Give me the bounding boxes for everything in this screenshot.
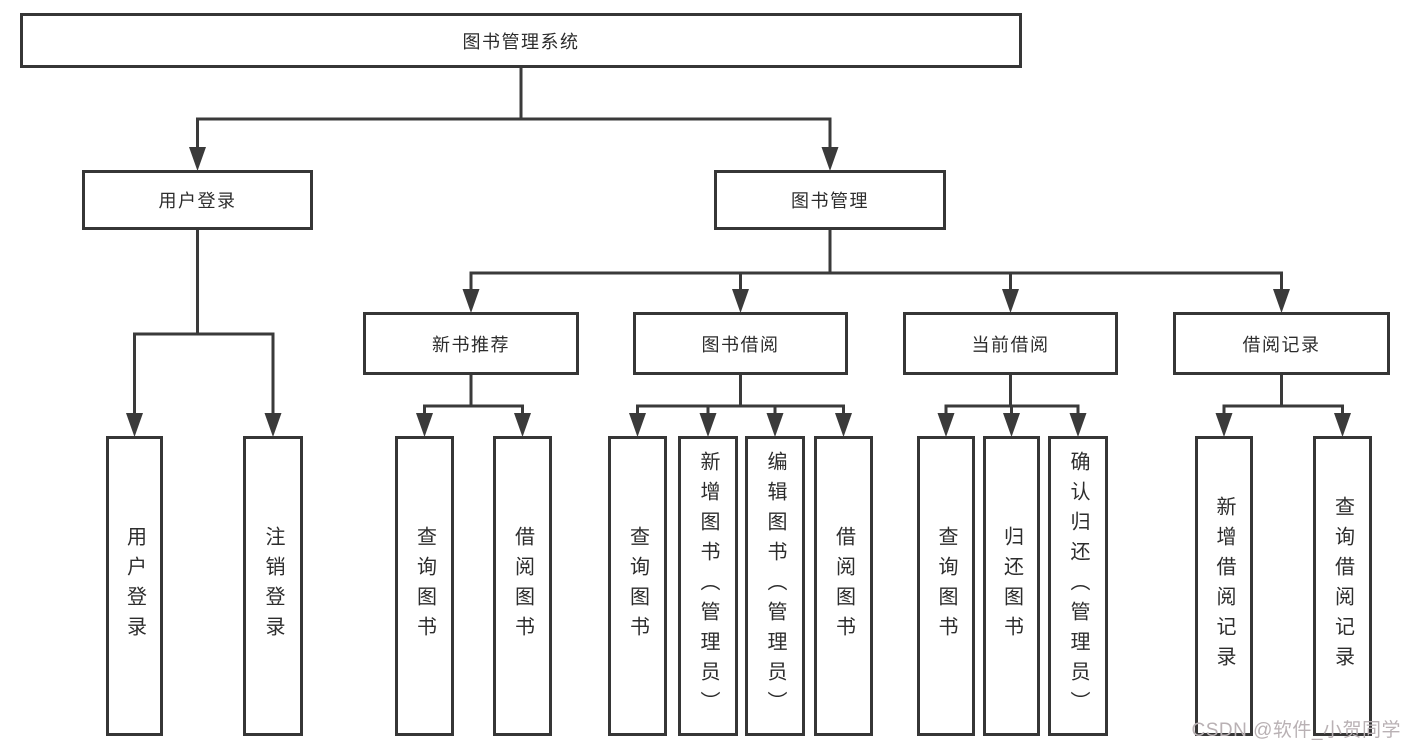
arrowhead-icon	[1003, 413, 1020, 437]
node-label-rd-add: 新增借阅记录	[1213, 496, 1235, 676]
node-label-bw-query: 查询图书	[626, 526, 649, 646]
arrowhead-icon	[1002, 289, 1019, 313]
node-borrow-records: 借阅记录	[1173, 312, 1390, 375]
node-label-new-book-rec: 新书推荐	[432, 334, 510, 355]
node-book-mgmt: 图书管理	[714, 170, 946, 230]
node-label-borrow-records: 借阅记录	[1242, 334, 1321, 355]
node-label-bw-edit: 编辑图书（管理员）	[764, 451, 786, 721]
node-rd-query: 查询借阅记录	[1313, 436, 1372, 736]
arrowhead-icon	[1334, 413, 1351, 437]
connector-path	[133, 68, 1344, 417]
arrowhead-icon	[821, 147, 839, 171]
arrowhead-icon	[732, 289, 749, 313]
arrowhead-icon	[766, 413, 784, 437]
node-new-book-rec: 新书推荐	[363, 312, 579, 375]
arrowhead-icon	[1215, 413, 1233, 437]
node-label-cur-return: 归还图书	[1000, 526, 1023, 646]
node-label-cur-confirm: 确认归还（管理员）	[1067, 451, 1089, 721]
node-ul-login: 用户登录	[106, 436, 163, 736]
node-bw-borrow: 借阅图书	[814, 436, 873, 736]
node-bw-edit: 编辑图书（管理员）	[745, 436, 805, 736]
arrowhead-icon	[835, 413, 852, 437]
node-cur-query: 查询图书	[917, 436, 975, 736]
csdn-watermark: CSDN @软件_小贺同学	[1191, 720, 1401, 741]
node-label-book-borrow: 图书借阅	[701, 334, 780, 355]
node-label-bw-borrow: 借阅图书	[832, 526, 855, 646]
node-bw-add: 新增图书（管理员）	[678, 436, 738, 736]
arrowhead-icon	[126, 413, 143, 437]
node-label-rec-borrow: 借阅图书	[511, 526, 534, 646]
arrowhead-icon	[699, 413, 717, 437]
node-bw-query: 查询图书	[608, 436, 667, 736]
node-rec-query: 查询图书	[395, 436, 454, 736]
node-cur-confirm: 确认归还（管理员）	[1048, 436, 1108, 736]
node-rd-add: 新增借阅记录	[1195, 436, 1253, 736]
node-label-current-borrow: 当前借阅	[971, 334, 1050, 355]
node-cur-return: 归还图书	[983, 436, 1040, 736]
node-label-rec-query: 查询图书	[413, 526, 436, 646]
node-label-cur-query: 查询图书	[935, 526, 957, 646]
node-label-ul-login: 用户登录	[123, 526, 146, 646]
arrowhead-icon	[629, 413, 646, 437]
node-label-bw-add: 新增图书（管理员）	[697, 451, 719, 721]
arrowhead-icon	[189, 147, 206, 171]
node-label-rd-query: 查询借阅记录	[1331, 496, 1354, 676]
node-rec-borrow: 借阅图书	[493, 436, 552, 736]
node-current-borrow: 当前借阅	[903, 312, 1118, 375]
arrowhead-icon	[264, 413, 282, 437]
node-label-ul-logout: 注销登录	[262, 526, 284, 646]
node-root: 图书管理系统	[20, 13, 1022, 68]
node-label-user-login: 用户登录	[158, 191, 237, 211]
arrowhead-icon	[416, 413, 433, 437]
arrowhead-icon	[514, 413, 531, 437]
node-label-root: 图书管理系统	[462, 31, 580, 52]
node-user-login: 用户登录	[82, 170, 313, 230]
node-book-borrow: 图书借阅	[633, 312, 848, 375]
arrowhead-icon	[937, 413, 955, 437]
arrowhead-icon	[1273, 289, 1290, 313]
node-ul-logout: 注销登录	[243, 436, 303, 736]
arrowhead-icon	[1069, 413, 1087, 437]
node-label-book-mgmt: 图书管理	[791, 191, 869, 211]
arrowhead-icon	[462, 289, 480, 313]
